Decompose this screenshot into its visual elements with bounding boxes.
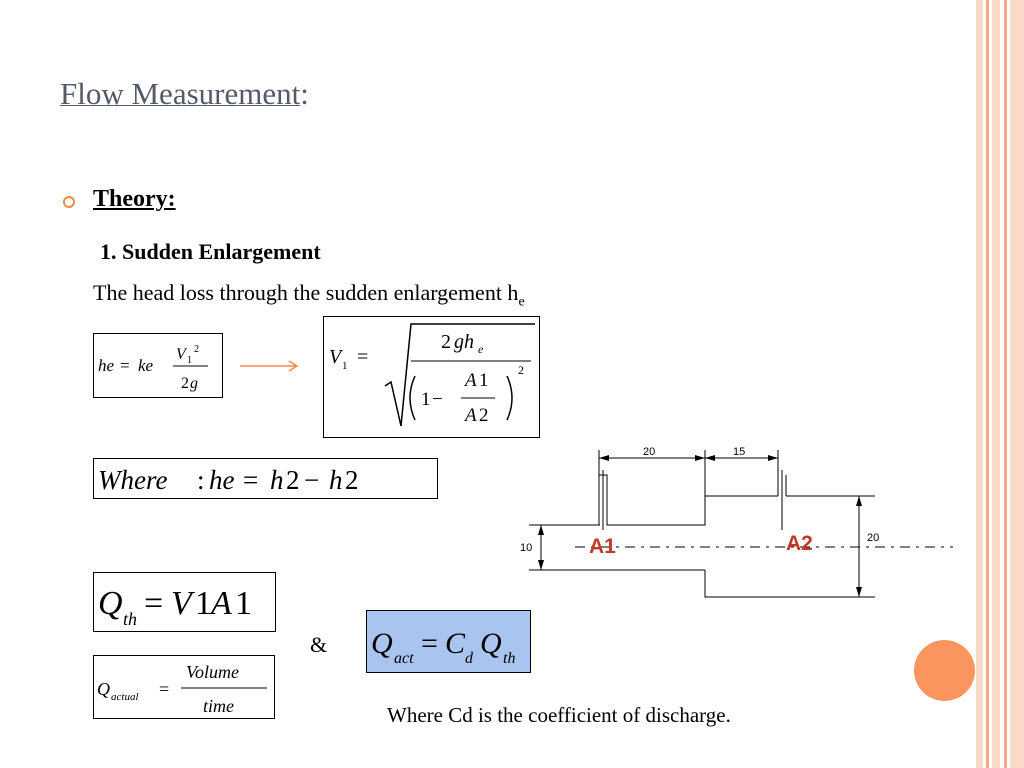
svg-text:A: A xyxy=(463,370,477,391)
svg-text:2: 2 xyxy=(181,375,189,392)
svg-text:d: d xyxy=(465,650,474,667)
svg-text:−: − xyxy=(304,465,319,495)
discharge-coefficient-note: Where Cd is the coefficient of discharge… xyxy=(387,703,731,727)
svg-text:V: V xyxy=(171,585,196,622)
headloss-text-main: The head loss through the sudden enlarge… xyxy=(93,280,519,305)
formula-where: Where : he = h 2 − h 2 xyxy=(93,458,438,499)
dim-top-right: 15 xyxy=(733,446,745,458)
bullet-icon xyxy=(63,196,75,208)
slide-title-text: Flow Measurement xyxy=(60,76,301,111)
svg-text:2: 2 xyxy=(194,344,199,355)
svg-text:=: = xyxy=(243,465,258,495)
svg-text:−: − xyxy=(432,389,443,410)
formula-headloss: he = ke V 1 2 2 g xyxy=(93,333,223,398)
slide-title-colon: : xyxy=(300,76,309,111)
svg-text:1: 1 xyxy=(195,585,212,622)
svg-text:ke: ke xyxy=(138,356,154,375)
svg-text:=: = xyxy=(421,627,438,660)
svg-text::: : xyxy=(197,465,205,495)
arrow-icon xyxy=(240,360,299,372)
decor-stripe xyxy=(976,0,983,768)
svg-text:th: th xyxy=(503,650,515,667)
svg-text:he: he xyxy=(98,356,115,375)
svg-text:=: = xyxy=(159,679,169,699)
svg-text:V: V xyxy=(329,346,344,368)
svg-text:1: 1 xyxy=(421,389,431,410)
svg-text:th: th xyxy=(123,609,137,629)
slide-title: Flow Measurement: xyxy=(60,76,309,112)
svg-text:Q: Q xyxy=(97,679,110,699)
svg-text:2: 2 xyxy=(345,465,359,495)
svg-text:Q: Q xyxy=(98,585,123,622)
ampersand-text: & xyxy=(310,632,328,657)
label-a2: A2 xyxy=(786,532,813,555)
svg-text:1: 1 xyxy=(235,585,252,622)
dim-right: 20 xyxy=(867,532,879,544)
svg-text:Q: Q xyxy=(371,627,393,660)
svg-text:1: 1 xyxy=(479,370,489,391)
svg-text:act: act xyxy=(394,650,414,667)
svg-text:A: A xyxy=(463,405,477,426)
svg-text:e: e xyxy=(478,342,484,356)
svg-text:h: h xyxy=(329,465,343,495)
svg-text:gh: gh xyxy=(454,331,474,353)
svg-text:=: = xyxy=(144,585,163,622)
svg-text:h: h xyxy=(270,465,284,495)
dim-left: 10 xyxy=(520,542,532,554)
decor-stripe xyxy=(1010,0,1024,768)
svg-text:Q: Q xyxy=(480,627,502,660)
label-a1: A1 xyxy=(589,535,616,558)
svg-text:2: 2 xyxy=(286,465,300,495)
formula-qactual: Q actual = Volume time xyxy=(93,655,275,719)
decor-stripe xyxy=(986,0,989,768)
decor-circle xyxy=(914,640,975,701)
decor-stripe xyxy=(992,0,1000,768)
svg-text:time: time xyxy=(203,696,234,716)
svg-text:C: C xyxy=(445,627,466,660)
sudden-enlargement-heading: 1. Sudden Enlargement xyxy=(100,239,321,264)
svg-text:actual: actual xyxy=(111,691,139,703)
formula-velocity: V 1 = 2 gh e 1 − A 1 A 2 2 xyxy=(323,316,540,438)
svg-text:2: 2 xyxy=(479,405,489,426)
svg-text:Where: Where xyxy=(98,465,167,495)
svg-text:A: A xyxy=(209,585,232,622)
headloss-text: The head loss through the sudden enlarge… xyxy=(93,280,525,310)
svg-text:Volume: Volume xyxy=(186,662,239,682)
svg-text:=: = xyxy=(120,356,130,375)
svg-text:he: he xyxy=(209,465,235,495)
sudden-enlargement-diagram: 20 15 10 20 A1 A2 xyxy=(520,446,953,598)
headloss-text-sub: e xyxy=(518,294,525,310)
svg-text:1: 1 xyxy=(342,360,348,372)
svg-text:g: g xyxy=(190,375,198,392)
dim-top-left: 20 xyxy=(643,446,655,458)
formula-qact: Q act = C d Q th xyxy=(366,610,531,673)
decor-stripe xyxy=(1004,0,1007,768)
svg-text:2: 2 xyxy=(441,331,451,353)
svg-text:2: 2 xyxy=(518,363,524,377)
svg-text:V: V xyxy=(176,346,188,363)
svg-text:1: 1 xyxy=(187,355,192,366)
svg-text:=: = xyxy=(357,346,368,368)
formula-qth: Q th = V 1 A 1 xyxy=(93,572,276,632)
theory-heading: Theory: xyxy=(93,186,176,212)
